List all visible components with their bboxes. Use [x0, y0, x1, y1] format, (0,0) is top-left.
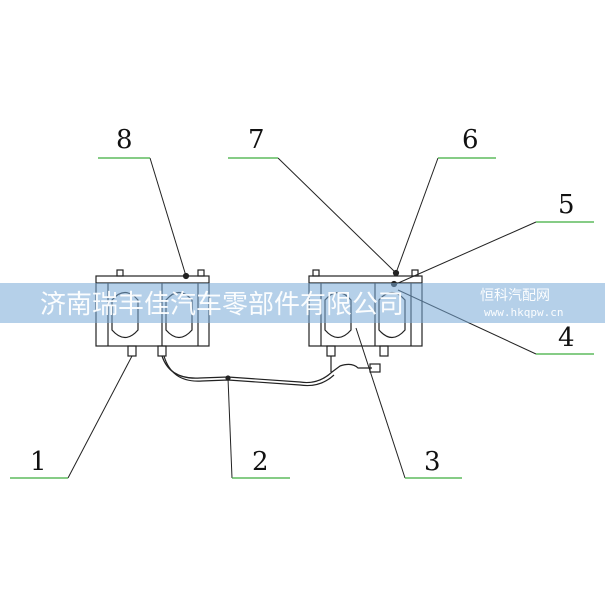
leader-7 — [277, 157, 395, 272]
leader-8 — [149, 157, 187, 277]
left-bolt-b — [197, 269, 205, 277]
leader-2 — [227, 377, 233, 479]
callout-1: 1 — [30, 447, 47, 477]
wiring-harness — [161, 355, 381, 387]
callout-5: 5 — [558, 190, 575, 220]
left-connector-1 — [127, 345, 137, 357]
watermark-band — [0, 283, 605, 323]
callout-bases — [10, 157, 594, 479]
callout-7: 7 — [248, 125, 265, 155]
callout-2: 2 — [252, 447, 269, 477]
right-connector-1 — [326, 345, 336, 357]
harness-end-connector — [369, 363, 381, 373]
leader-5 — [395, 221, 537, 285]
callout-3: 3 — [424, 447, 441, 477]
left-connector-2 — [157, 345, 167, 357]
right-bolt-a — [312, 269, 320, 277]
right-connector-2 — [379, 345, 389, 357]
leader-6 — [395, 157, 439, 274]
callout-4: 4 — [558, 323, 575, 353]
leader-3 — [355, 327, 406, 479]
watermark-url: www.hkqpw.cn — [484, 306, 564, 319]
callout-6: 6 — [462, 125, 479, 155]
left-bolt-a — [116, 269, 124, 277]
leader-1 — [67, 355, 133, 479]
watermark-company: 济南瑞丰佳汽车零部件有限公司 — [40, 290, 405, 320]
callout-8: 8 — [116, 125, 133, 155]
watermark-site-name: 恒科汽配网 — [480, 288, 550, 304]
